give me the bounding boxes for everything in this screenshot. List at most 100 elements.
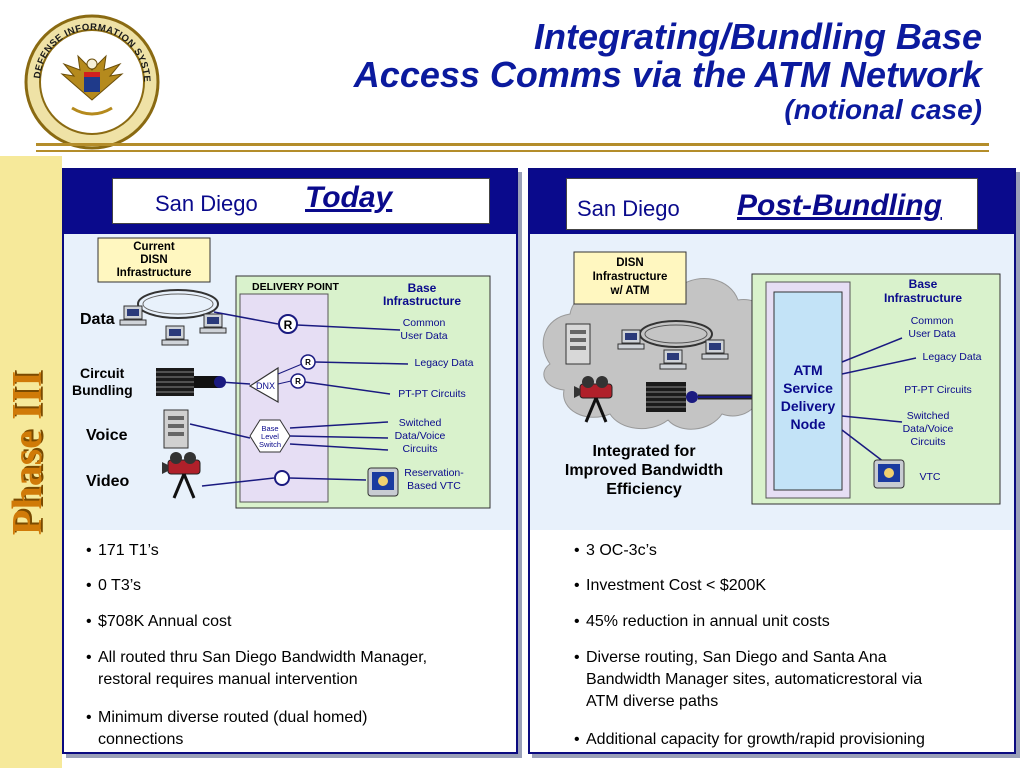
right-panel-header: San Diego Post-Bundling xyxy=(530,170,1014,234)
side-band xyxy=(0,156,62,768)
bullet-text: All routed thru San Diego Bandwidth Mana… xyxy=(98,649,428,666)
circuit-bundle-icon xyxy=(646,382,698,412)
base-infra-label-1: Base xyxy=(408,281,437,295)
svc-common-1: Common xyxy=(911,315,954,327)
network-ring xyxy=(137,289,219,319)
computer-icon xyxy=(701,339,729,360)
left-bullet: •171 T1’s xyxy=(86,540,506,562)
right-bullets: •3 OC-3c’s •Investment Cost < $200K •45%… xyxy=(530,530,1014,752)
title-line-2: Access Comms via the ATM Network xyxy=(353,54,982,95)
bullet-text: 0 T3’s xyxy=(98,577,141,594)
delivery-point-label: DELIVERY POINT xyxy=(252,281,340,293)
integrated-line-3: Efficiency xyxy=(606,481,682,498)
right-bullet: •45% reduction in annual unit costs xyxy=(574,611,1010,633)
phase-label: Phase III xyxy=(5,370,51,536)
svc-common-2: User Data xyxy=(908,328,955,340)
bullet-text: Diverse routing, San Diego and Santa Ana xyxy=(586,649,887,666)
left-panel: San Diego Today Current DISN Infrastruct… xyxy=(62,168,518,754)
computer-icon xyxy=(199,313,227,334)
left-bullet: •Minimum diverse routed (dual homed)conn… xyxy=(86,707,506,751)
bullet-text: connections xyxy=(98,731,184,748)
vtc-icon xyxy=(367,467,399,497)
input-circuit-label-1: Circuit xyxy=(80,365,125,381)
switch-label-2: Level xyxy=(261,432,279,441)
left-bullets: •171 T1’s •0 T3’s •$708K Annual cost •Al… xyxy=(64,530,516,752)
base-infra-label-2: Infrastructure xyxy=(884,291,962,305)
pbx-icon xyxy=(163,409,189,449)
router-node xyxy=(278,314,298,334)
computer-icon xyxy=(617,329,645,350)
left-bullet: •All routed thru San Diego Bandwidth Man… xyxy=(86,647,512,691)
input-data-label: Data xyxy=(80,311,115,328)
circuit-bundle-icon xyxy=(156,368,226,396)
atm-node-line-2: Service xyxy=(783,380,833,396)
vtc-icon xyxy=(873,459,905,489)
svc-common-1: Common xyxy=(403,317,446,329)
svc-switched-1: Switched xyxy=(399,417,442,429)
svc-ptpt: PT-PT Circuits xyxy=(398,388,465,400)
current-box-line-3: Infrastructure xyxy=(117,267,192,279)
right-panel: San Diego Post-Bundling DISN Infrastruct… xyxy=(528,168,1016,754)
left-bullet: •$708K Annual cost xyxy=(86,611,506,633)
right-panel-diagram: DISN Infrastructure w/ ATM xyxy=(530,234,1014,530)
left-panel-header: San Diego Today xyxy=(64,170,516,234)
bullet-text: $708K Annual cost xyxy=(98,613,232,630)
svc-switched-2: Data/Voice xyxy=(903,423,954,435)
right-bullet: •3 OC-3c’s xyxy=(574,540,1010,562)
svc-legacy: Legacy Data xyxy=(415,357,474,369)
bullet-text: Additional capacity for growth/rapid pro… xyxy=(586,731,925,748)
title-line-1: Integrating/Bundling Base xyxy=(533,16,982,57)
bullet-text: Investment Cost < $200K xyxy=(586,577,767,594)
switch-label-1: Base xyxy=(261,424,278,433)
current-box-line-1: Current xyxy=(133,241,175,253)
computer-icon xyxy=(119,305,147,326)
left-city: San Diego xyxy=(155,191,258,216)
bullet-text: 45% reduction in annual unit costs xyxy=(586,613,830,630)
right-bullet: •Investment Cost < $200K xyxy=(574,575,1010,597)
left-panel-diagram: Current DISN Infrastructure Data Circuit xyxy=(64,234,516,530)
router-small-label: R xyxy=(305,358,311,367)
left-bullet: •0 T3’s xyxy=(86,575,506,597)
svc-switched-1: Switched xyxy=(907,410,950,422)
vtc-node xyxy=(274,470,290,486)
router-node xyxy=(300,354,316,370)
right-bullet: •Diverse routing, San Diego and Santa An… xyxy=(574,647,1010,713)
atm-node-line-3: Delivery xyxy=(781,398,836,414)
bullet-text: Minimum diverse routed (dual homed) xyxy=(98,709,368,726)
agency-seal: DEFENSE INFORMATION SYSTEMS AGENCY xyxy=(18,4,162,152)
title-line-3: (notional case) xyxy=(784,94,982,125)
right-city: San Diego xyxy=(577,196,680,221)
atm-node-line-1: ATM xyxy=(793,362,822,378)
bullet-text: Bandwidth Manager sites, automaticrestor… xyxy=(586,671,923,688)
svc-ptpt: PT-PT Circuits xyxy=(904,384,971,396)
svc-vtc: VTC xyxy=(920,471,941,483)
integrated-line-1: Integrated for xyxy=(592,443,695,460)
atm-node-line-4: Node xyxy=(791,416,826,432)
svc-switched-3: Circuits xyxy=(910,436,945,448)
base-infra-label-2: Infrastructure xyxy=(383,294,461,308)
router-label: R xyxy=(284,318,293,332)
input-video-label: Video xyxy=(86,473,130,490)
computer-icon xyxy=(659,349,687,370)
router-small-label: R xyxy=(295,377,301,386)
base-infra-label-1: Base xyxy=(909,277,938,291)
svc-vtc-2: Based VTC xyxy=(407,480,461,492)
right-state: Post-Bundling xyxy=(737,189,942,222)
svc-switched-3: Circuits xyxy=(402,443,437,455)
video-camera-icon xyxy=(162,452,201,499)
right-bullet: •Additional capacity for growth/rapid pr… xyxy=(574,729,1010,751)
input-voice-label: Voice xyxy=(86,427,128,444)
header-rule-bottom xyxy=(36,150,989,152)
video-camera-icon xyxy=(574,376,613,423)
header-rule-top xyxy=(36,143,989,146)
disn-box-line-3: w/ ATM xyxy=(610,285,650,297)
disn-box-line-1: DISN xyxy=(616,257,643,269)
switch-label-3: Switch xyxy=(259,440,281,449)
current-box-line-2: DISN xyxy=(140,254,167,266)
bullet-text: 3 OC-3c’s xyxy=(586,542,657,559)
computer-icon xyxy=(161,325,189,346)
input-circuit-label-2: Bundling xyxy=(72,382,133,398)
bullet-text: restoral requires manual intervention xyxy=(98,671,358,688)
right-panel-title: San Diego Post-Bundling xyxy=(566,178,978,230)
server-icon xyxy=(565,323,591,365)
